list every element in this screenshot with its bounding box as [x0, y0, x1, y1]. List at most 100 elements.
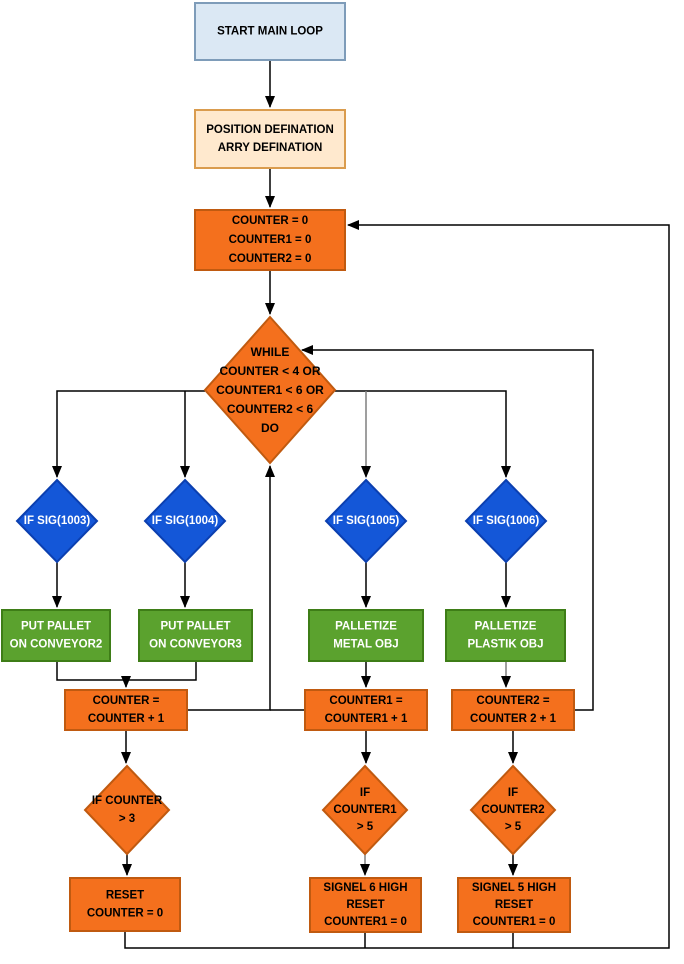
- edge-counter2-increment-return-to-while: [301, 345, 594, 711]
- put-pallet-conveyor2-label: PUT PALLET ON CONVEYOR2: [10, 621, 103, 651]
- node-counter-increment: COUNTER = COUNTER + 1: [64, 689, 188, 731]
- label-line: IF SIG(1006): [473, 515, 540, 527]
- if-sig1006-label: IF SIG(1006): [473, 515, 540, 527]
- if-sig1004-shape: [143, 478, 227, 564]
- start-main-loop-label: START MAIN LOOP: [217, 26, 323, 38]
- label-line: COUNTER1 =: [329, 695, 402, 707]
- reset-counter-shape: [69, 877, 181, 932]
- label-line: COUNTER1 = 0: [324, 916, 407, 928]
- label-line: COUNTER = 0: [87, 908, 163, 920]
- label-line: PUT PALLET: [21, 621, 91, 633]
- edge-conveyors-join-line: [56, 661, 197, 681]
- if-sig1005-label: IF SIG(1005): [333, 515, 400, 527]
- palletize-metal-label: PALLETIZE METAL OBJ: [333, 621, 398, 651]
- node-signel5-high-reset: SIGNEL 5 HIGH RESET COUNTER1 = 0: [457, 877, 571, 933]
- label-line: PUT PALLET: [160, 621, 230, 633]
- if-sig1006-shape: [464, 478, 548, 564]
- edge-while-to-if-sig1003: [52, 390, 205, 478]
- node-if-sig1006: IF SIG(1006): [464, 478, 548, 564]
- edge-layer: [52, 60, 670, 949]
- label-line: WHILE: [251, 345, 290, 359]
- label-line: RESET: [495, 899, 533, 911]
- if-sig1003-label: IF SIG(1003): [24, 515, 91, 527]
- if-counter-gt3-shape: [83, 764, 171, 856]
- label-line: COUNTER1 = 0: [229, 234, 312, 246]
- counter2-increment-label: COUNTER2 =COUNTER 2 + 1: [470, 695, 557, 725]
- if-sig1003-shape: [15, 478, 99, 564]
- node-if-sig1005: IF SIG(1005): [324, 478, 408, 564]
- label-line: IF SIG(1005): [333, 515, 400, 527]
- node-position-defination: POSITION DEFINATION ARRY DEFINATION: [194, 109, 346, 169]
- label-line: POSITION DEFINATION: [206, 124, 334, 136]
- put-pallet-conveyor3-label: PUT PALLET ON CONVEYOR3: [149, 621, 242, 651]
- counter-increment-shape: [64, 689, 188, 731]
- label-line: SIGNEL 5 HIGH: [472, 882, 556, 894]
- start-main-loop-shape: [194, 2, 346, 61]
- node-if-sig1004: IF SIG(1004): [143, 478, 227, 564]
- label-line: IF COUNTER: [92, 795, 163, 807]
- palletize-metal-shape: [308, 609, 424, 662]
- node-if-counter-gt3: IF COUNTER > 3: [83, 764, 171, 856]
- node-layer: START MAIN LOOP POSITION DEFINATION ARRY D…: [1, 2, 575, 933]
- node-start-main-loop: START MAIN LOOP: [194, 2, 346, 61]
- node-counters-init: COUNTER = 0 COUNTER1 = 0 COUNTER2 = 0: [194, 209, 346, 271]
- label-line: SIGNEL 6 HIGH: [323, 882, 407, 894]
- if-counter2-gt5-shape: [469, 764, 557, 856]
- label-line: METAL OBJ: [333, 639, 398, 651]
- label-line: ON CONVEYOR3: [149, 639, 242, 651]
- edge-while-to-if-sig1006: [335, 390, 511, 478]
- node-if-sig1003: IF SIG(1003): [15, 478, 99, 564]
- node-counter2-increment: COUNTER2 =COUNTER 2 + 1: [451, 689, 575, 731]
- node-counter1-increment: COUNTER1 = COUNTER1 + 1: [304, 689, 428, 731]
- label-line: IF SIG(1003): [24, 515, 91, 527]
- node-signel6-high-reset: SIGNEL 6 HIGH RESET COUNTER1 = 0: [309, 877, 422, 933]
- signel6-high-reset-shape: [309, 877, 422, 933]
- put-pallet-conveyor2-shape: [1, 609, 111, 662]
- label-line: IF SIG(1004): [152, 515, 219, 527]
- counters-init-label: COUNTER = 0 COUNTER1 = 0 COUNTER2 = 0: [229, 215, 312, 265]
- counters-init-shape: [194, 209, 346, 271]
- counter2-increment-shape: [451, 689, 575, 731]
- palletize-plastik-shape: [445, 609, 566, 662]
- label-line: COUNTER2 =: [476, 695, 549, 707]
- label-line: COUNTER =: [93, 695, 160, 707]
- counter-increment-label: COUNTER = COUNTER + 1: [88, 695, 165, 725]
- label-line: > 5: [505, 821, 522, 833]
- label-line: ON CONVEYOR2: [10, 639, 103, 651]
- label-line: COUNTER1 < 6 OR: [216, 383, 324, 397]
- node-palletize-metal: PALLETIZE METAL OBJ: [308, 609, 424, 662]
- label-line: COUNTER2 = 0: [229, 253, 312, 265]
- label-line: PALLETIZE: [335, 621, 397, 633]
- edge-reset-return-to-counters-init: [124, 220, 670, 949]
- label-line: COUNTER = 0: [232, 215, 308, 227]
- label-line: COUNTER1 = 0: [473, 916, 556, 928]
- label-line: PALLETIZE: [475, 621, 537, 633]
- label-line: > 3: [119, 813, 135, 825]
- label-line: IF: [508, 787, 518, 799]
- label-line: COUNTER1 + 1: [325, 713, 408, 725]
- label-line: COUNTER + 1: [88, 713, 165, 725]
- counter1-increment-label: COUNTER1 = COUNTER1 + 1: [325, 695, 408, 725]
- if-sig1005-shape: [324, 478, 408, 564]
- while-loop-shape: [203, 315, 337, 465]
- position-defination-shape: [194, 109, 346, 169]
- label-line: > 5: [357, 821, 374, 833]
- label-line: DO: [261, 421, 279, 435]
- if-counter1-gt5-shape: [321, 764, 409, 856]
- label-line: COUNTER2 < 6: [227, 402, 314, 416]
- label-line: ARRY DEFINATION: [218, 142, 323, 154]
- put-pallet-conveyor3-shape: [138, 609, 253, 662]
- label-line: RESET: [346, 899, 384, 911]
